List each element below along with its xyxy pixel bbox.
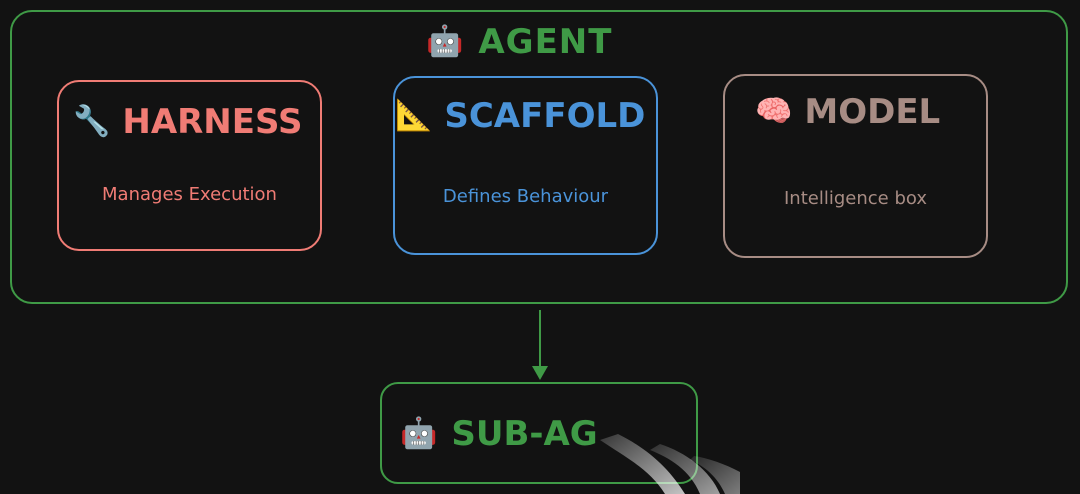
agent-title: AGENT [478, 22, 613, 62]
agent-header: 🤖 AGENT [426, 20, 612, 64]
subagent-header: 🤖 SUB-AG [400, 414, 598, 454]
wrench-icon: 🔧 [73, 104, 111, 139]
watermark-logo [600, 434, 740, 494]
scaffold-card: 📐 SCAFFOLD Defines Behaviour [393, 76, 658, 255]
model-description: Intelligence box [784, 188, 927, 209]
model-title: MODEL [804, 92, 941, 132]
subagent-title: SUB-AG [451, 414, 598, 454]
scaffold-header: 📐 SCAFFOLD [395, 96, 645, 136]
subagent-container: 🤖 SUB-AG [380, 382, 698, 484]
scaffold-description: Defines Behaviour [442, 186, 609, 207]
robot-icon: 🤖 [426, 24, 465, 59]
scaffold-title: SCAFFOLD [444, 96, 646, 136]
harness-title: HARNESS [122, 102, 303, 142]
model-card: 🧠 MODEL Intelligence box [723, 74, 988, 258]
harness-description: Manages Execution [102, 184, 277, 205]
triangular-ruler-icon: 📐 [395, 98, 433, 133]
agent-container [10, 10, 1068, 304]
harness-header: 🔧 HARNESS [73, 102, 302, 142]
brain-icon: 🧠 [755, 94, 793, 129]
robot-icon: 🤖 [400, 416, 438, 451]
harness-card: 🔧 HARNESS Manages Execution [57, 80, 322, 251]
down-arrow-connector [532, 310, 548, 380]
model-header: 🧠 MODEL [755, 92, 940, 132]
